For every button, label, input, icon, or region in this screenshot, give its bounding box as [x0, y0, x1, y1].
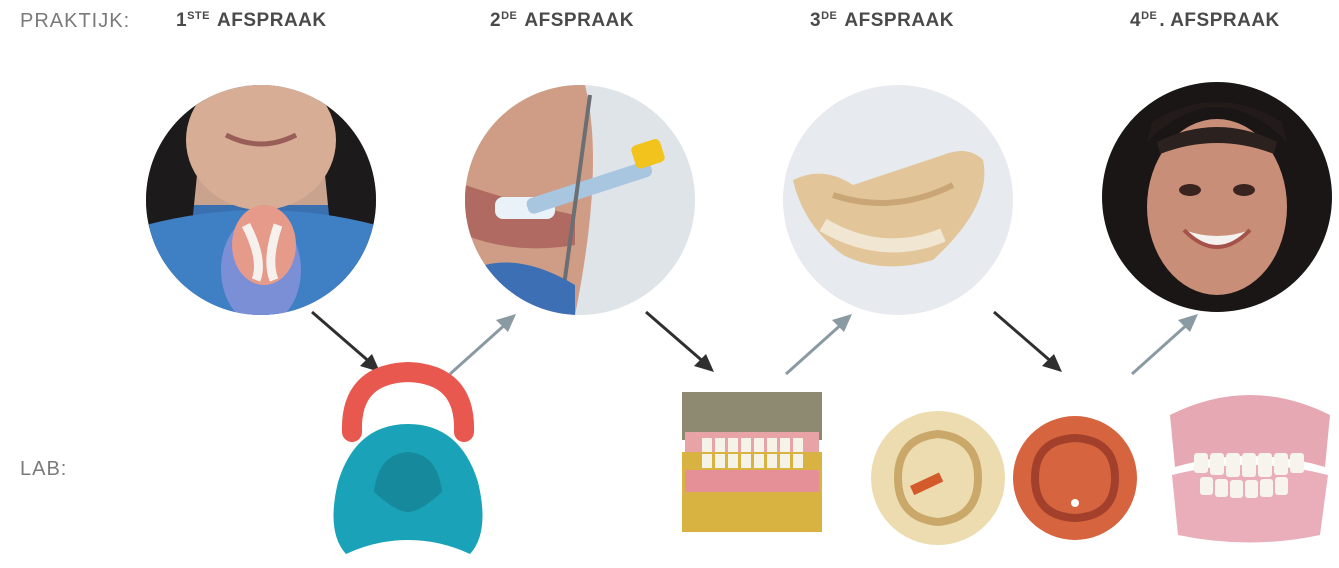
articulated-wax-setup-image	[677, 392, 827, 532]
patient-holding-impression-photo	[146, 85, 376, 315]
step-2-heading: 2DE AFSPRAAK	[490, 10, 634, 32]
step-1-heading: 1STE AFSPRAAK	[176, 10, 327, 32]
finished-denture-image	[1160, 375, 1338, 555]
arrow-up-2-icon	[782, 308, 862, 378]
milled-denture-discs-image	[870, 398, 1140, 558]
arrow-down-2-icon	[642, 308, 722, 378]
lab-label: LAB:	[20, 458, 67, 481]
impression-taking-photo	[465, 85, 695, 315]
arrow-up-3-icon	[1128, 308, 1208, 378]
wax-try-in-photo	[783, 85, 1013, 315]
praktijk-label: PRAKTIJK:	[20, 10, 130, 33]
custom-tray-and-bite-rim-image	[320, 362, 500, 562]
arrow-down-3-icon	[990, 308, 1070, 378]
step-3-heading: 3DE AFSPRAAK	[810, 10, 954, 32]
step-4-heading: 4DE. AFSPRAAK	[1130, 10, 1280, 32]
smiling-patient-photo	[1102, 82, 1332, 312]
